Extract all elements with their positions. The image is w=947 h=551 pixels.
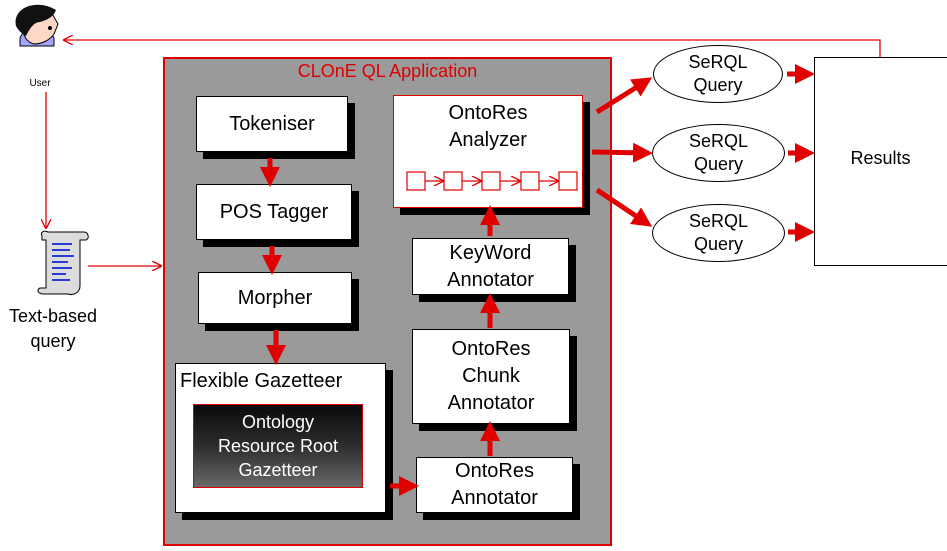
ontores-annotator-line1: OntoRes [455, 460, 534, 482]
analyzer-line2: Analyzer [449, 129, 527, 151]
text-based-query-line1: Text-based [8, 306, 98, 326]
ontology-gazetteer-line3: Gazetteer [238, 460, 318, 480]
serql-query-1-line2: Query [693, 75, 743, 95]
chunk-annotator-line2: Chunk [462, 365, 520, 387]
ontores-annotator-line2: Annotator [451, 487, 538, 509]
analyzer-to-query1-arrow [595, 77, 653, 115]
results-label: Results [850, 148, 911, 168]
user-icon [15, 4, 59, 47]
chunk-annotator-line3: Annotator [447, 392, 535, 414]
analyzer-line1: OntoRes [448, 102, 528, 124]
tokeniser-label: Tokeniser [229, 112, 315, 135]
keyword-annotator-line2: Annotator [447, 268, 534, 291]
ontores-annotator-box: OntoRes Annotator [416, 457, 573, 513]
serql-query-2-line2: Query [693, 154, 744, 174]
serql-query-3: SeRQL Query [652, 204, 785, 262]
keyword-annotator-line1: KeyWord [449, 241, 532, 264]
serql-query-3-line1: SeRQL [688, 211, 749, 231]
query-document-icon [37, 230, 89, 295]
analyzer-chain-icon [406, 171, 578, 191]
morpher-label: Morpher [237, 286, 313, 309]
serql-query-1: SeRQL Query [653, 45, 783, 103]
serql-query-3-line2: Query [693, 234, 744, 254]
tokeniser-box: Tokeniser [196, 96, 348, 152]
analyzer-to-query2-arrow [591, 142, 653, 163]
ontology-resource-root-gazetteer-box: Ontology Resource Root Gazetteer [193, 404, 363, 488]
pos-tagger-label: POS Tagger [219, 200, 329, 223]
pos-tagger-box: POS Tagger [196, 184, 352, 240]
ontology-gazetteer-line2: Resource Root [217, 436, 339, 456]
chunk-annotator-line1: OntoRes [451, 338, 531, 360]
user-label: User [29, 78, 51, 89]
results-to-user-arrow [64, 40, 881, 57]
analyzer-to-query3-arrow [595, 187, 653, 227]
serql-query-2-line1: SeRQL [688, 131, 749, 151]
serql-query-1-line1: SeRQL [688, 52, 748, 72]
ontores-chunk-annotator-box: OntoRes Chunk Annotator [412, 329, 570, 424]
text-based-query-line2: query [30, 331, 76, 351]
morpher-box: Morpher [198, 272, 352, 324]
results-box [814, 57, 947, 266]
app-title: CLOnE QL Application [297, 61, 478, 81]
flexible-gazetteer-label: Flexible Gazetteer [180, 370, 343, 392]
text-based-query-label: Text-based query [0, 304, 106, 354]
ontology-gazetteer-line1: Ontology [241, 412, 315, 432]
